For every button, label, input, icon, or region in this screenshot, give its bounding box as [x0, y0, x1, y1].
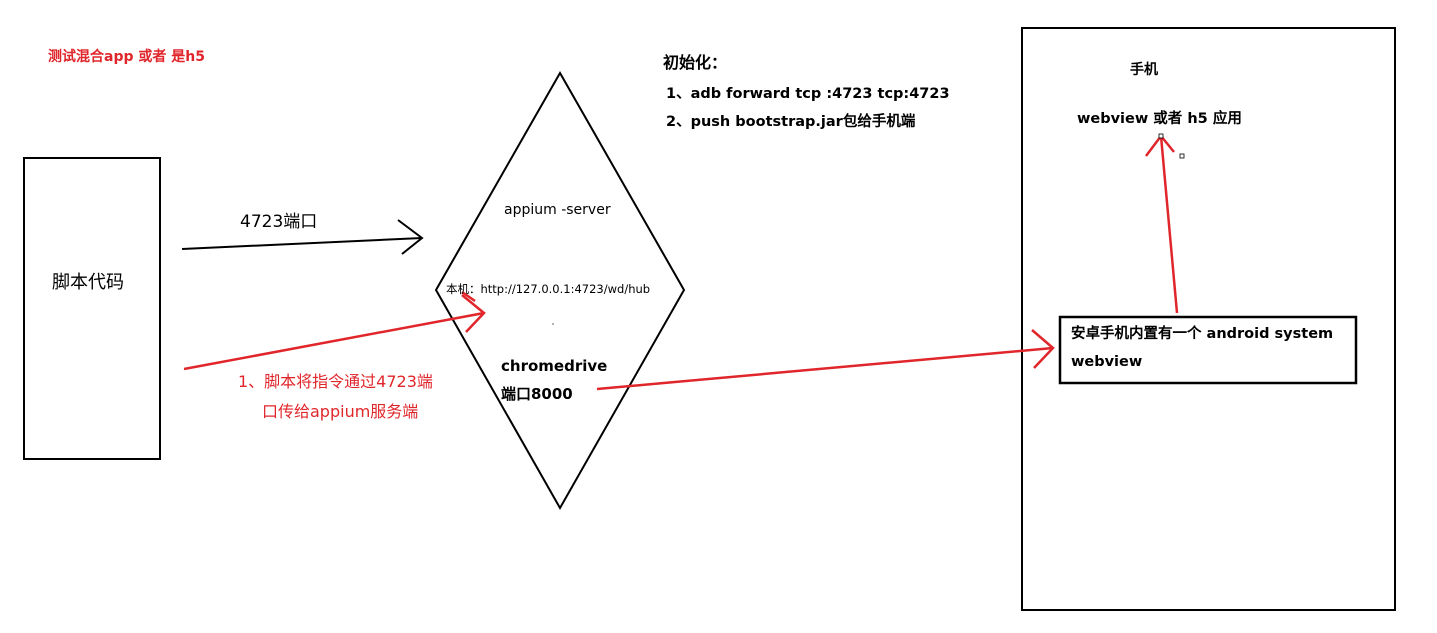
chromedrive-label: chromedrive: [501, 357, 608, 375]
url-pointer-mark: [461, 290, 476, 303]
appium-server-diamond: [434, 70, 686, 511]
phone-box: [1021, 27, 1396, 611]
webview-to-app-arrow: [1145, 133, 1179, 314]
server-title: appium -server: [504, 202, 611, 218]
init-step-1: 1、adb forward tcp :4723 tcp:4723: [666, 86, 950, 102]
init-step-2: 2、push bootstrap.jar包给手机端: [666, 114, 916, 130]
webview-label-line-2: webview: [1071, 354, 1143, 370]
init-heading: 初始化：: [663, 53, 728, 72]
phone-app-label: webview 或者 h5 应用: [1077, 111, 1242, 127]
script-box: [23, 157, 161, 460]
step-note-line-2: 口传给appium服务端: [262, 402, 419, 421]
selection-handle: [1158, 133, 1164, 139]
server-local-url: 本机：http://127.0.0.1:4723/wd/hub: [446, 282, 651, 296]
script-to-server-arrow: [183, 294, 486, 371]
port-arrow-label: 4723端口: [240, 212, 318, 232]
script-box-label: 脚本代码: [52, 272, 124, 293]
chromedrive-to-webview-arrow: [596, 329, 1055, 391]
webview-box: [1058, 315, 1358, 385]
stray-dot: [552, 323, 554, 325]
port-arrow: [181, 219, 424, 255]
page-title: 测试混合app 或者 是h5: [48, 49, 205, 65]
webview-label-line-1: 安卓手机内置有一个 android system: [1071, 326, 1334, 342]
chromedrive-port-label: 端口8000: [501, 385, 573, 403]
phone-title: 手机: [1130, 62, 1158, 78]
step-note-line-1: 1、脚本将指令通过4723端: [238, 372, 433, 391]
selection-handle: [1179, 153, 1185, 159]
